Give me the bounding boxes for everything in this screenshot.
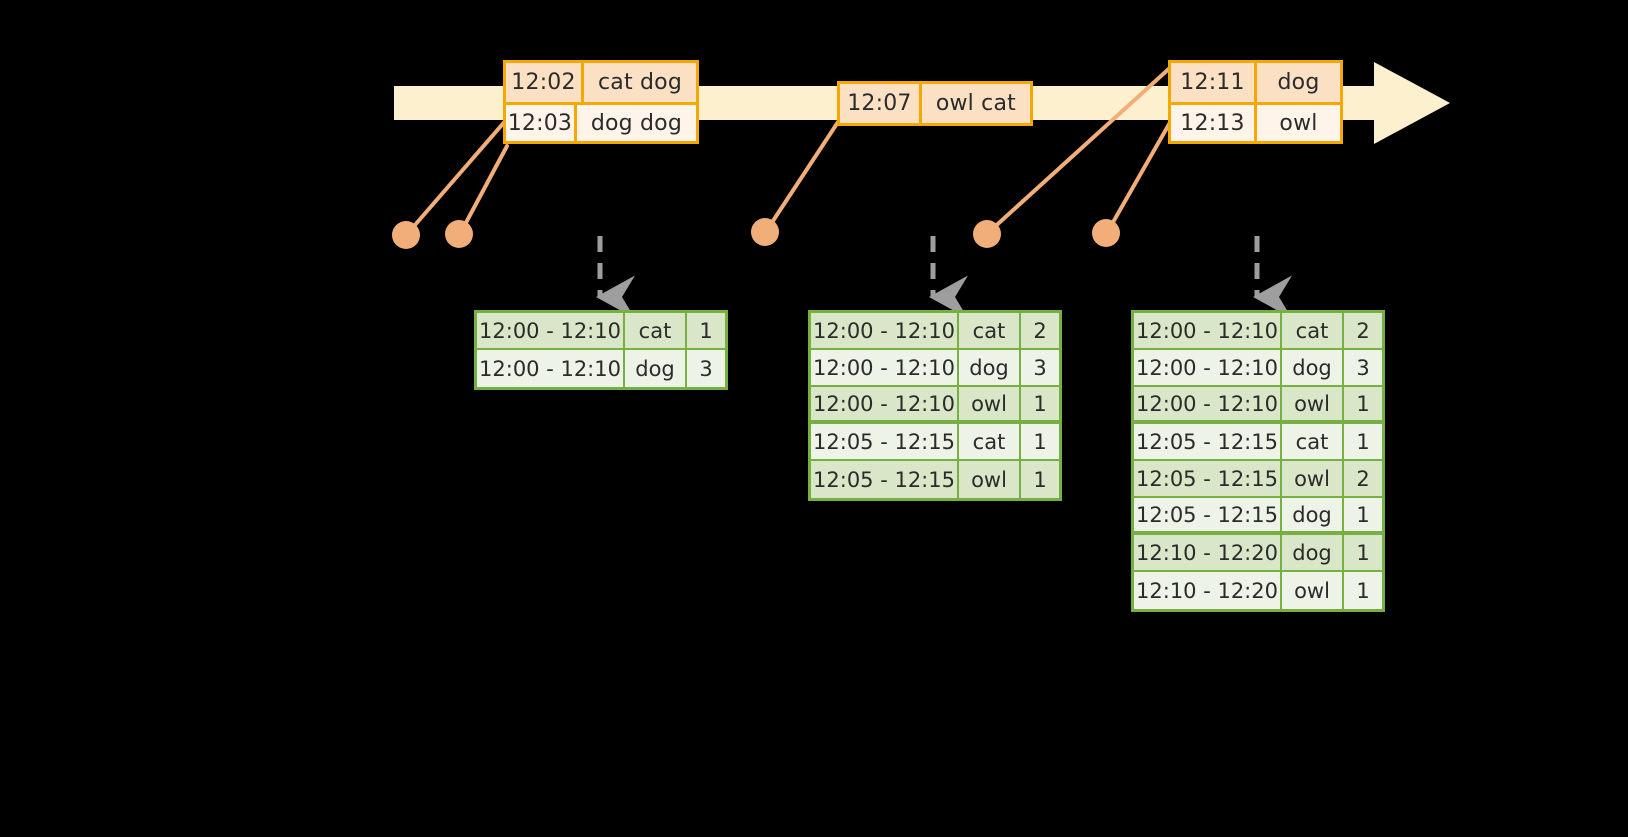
table-cell-key: cat [959, 313, 1021, 348]
event-payload: owl cat [921, 84, 1030, 123]
table-cell-key: owl [1282, 461, 1344, 496]
table-cell-count: 3 [1021, 350, 1059, 385]
table-cell-window: 12:00 - 12:10 [1134, 387, 1282, 420]
table-cell-window: 12:10 - 12:20 [1134, 535, 1282, 570]
table-cell-count: 1 [1021, 387, 1059, 420]
table-cell-key: dog [1282, 535, 1344, 570]
table-cell-key: cat [959, 424, 1021, 459]
table-cell-key: dog [959, 350, 1021, 385]
table-cell-count: 2 [1344, 461, 1382, 496]
event-payload: dog dog [576, 105, 696, 141]
table-cell-window: 12:00 - 12:10 [477, 350, 625, 387]
table-cell-window: 12:00 - 12:10 [1134, 350, 1282, 385]
trigger-dot-3 [751, 218, 779, 246]
connector-line-1 [406, 117, 509, 235]
table-cell-count: 2 [1344, 313, 1382, 348]
event-time: 12:13 [1171, 105, 1257, 141]
event-payload: cat dog [584, 63, 696, 102]
table-cell-count: 3 [1344, 350, 1382, 385]
table-cell-window: 12:00 - 12:10 [811, 313, 959, 348]
connector-line-3 [765, 117, 842, 232]
trigger-dot-4 [973, 220, 1001, 248]
table-cell-window: 12:00 - 12:10 [477, 313, 625, 348]
trigger-dot-2 [445, 220, 473, 248]
trigger-dot-1 [392, 221, 420, 249]
table-cell-count: 3 [687, 350, 725, 387]
table-cell-count: 1 [1021, 461, 1059, 498]
table-cell-window: 12:00 - 12:10 [1134, 313, 1282, 348]
table-cell-window: 12:00 - 12:10 [811, 350, 959, 385]
table-cell-count: 1 [1344, 387, 1382, 420]
table-cell-key: cat [625, 313, 687, 348]
table-cell-key: cat [1282, 313, 1344, 348]
table-cell-key: owl [959, 461, 1021, 498]
dashed-emit-arrows [595, 236, 1292, 319]
table-cell-count: 1 [1021, 424, 1059, 459]
table-cell-count: 1 [1344, 498, 1382, 531]
event-time: 12:03 [506, 105, 577, 141]
table-cell-count: 1 [687, 313, 725, 348]
table-cell-key: owl [1282, 572, 1344, 609]
table-cell-window: 12:05 - 12:15 [811, 461, 959, 498]
table-cell-window: 12:05 - 12:15 [1134, 424, 1282, 459]
table-cell-key: dog [1282, 350, 1344, 385]
table-cell-count: 2 [1021, 313, 1059, 348]
event-time: 12:02 [506, 63, 584, 102]
table-cell-window: 12:10 - 12:20 [1134, 572, 1282, 609]
table-cell-key: owl [1282, 387, 1344, 420]
trigger-dots [392, 218, 1120, 249]
connector-line-2 [459, 144, 509, 234]
trigger-dot-5 [1092, 219, 1120, 247]
table-cell-count: 1 [1344, 572, 1382, 609]
connector-line-5 [1106, 117, 1174, 233]
table-cell-key: cat [1282, 424, 1344, 459]
event-time: 12:07 [840, 84, 922, 123]
table-cell-key: dog [1282, 498, 1344, 531]
event-payload: owl [1257, 105, 1340, 141]
table-cell-window: 12:05 - 12:15 [1134, 461, 1282, 496]
table-cell-window: 12:05 - 12:15 [811, 424, 959, 459]
event-time: 12:11 [1171, 63, 1257, 102]
table-cell-count: 1 [1344, 424, 1382, 459]
table-cell-key: dog [625, 350, 687, 387]
table-cell-key: owl [959, 387, 1021, 420]
table-cell-window: 12:00 - 12:10 [811, 387, 959, 420]
event-payload: dog [1257, 63, 1340, 102]
table-cell-window: 12:05 - 12:15 [1134, 498, 1282, 531]
table-cell-count: 1 [1344, 535, 1382, 570]
